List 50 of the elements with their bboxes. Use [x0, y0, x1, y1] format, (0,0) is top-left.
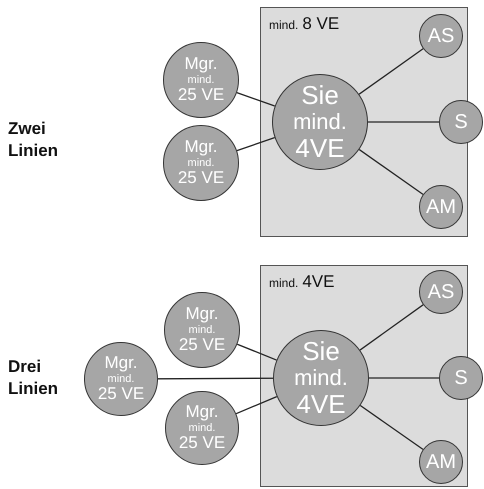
circle-text: 25 VE [178, 434, 226, 453]
circle-text: 25 VE [178, 86, 224, 105]
person-circle [419, 185, 463, 229]
connector-line [358, 48, 424, 95]
circle-text: Mgr. [104, 354, 138, 373]
requirement-text: mind. [269, 276, 298, 290]
requirement-text: 8 VE [302, 14, 340, 34]
connector-line [360, 405, 424, 450]
circle-text: S [454, 367, 468, 389]
person-circle [439, 100, 483, 144]
connector-line [368, 121, 439, 123]
circle-text: mind. [188, 156, 214, 170]
person-circle [419, 440, 463, 484]
connector-line [358, 149, 424, 195]
person-circle [419, 14, 463, 58]
row-label: Drei Linien [8, 356, 60, 400]
person-circle [439, 356, 483, 400]
circle-text: 25 VE [178, 169, 224, 188]
circle-text: mind. [188, 324, 216, 336]
person-circle [419, 270, 463, 314]
circle-text: mind. [188, 422, 216, 434]
circle-text: 4VE [296, 390, 346, 419]
connector-line [236, 92, 275, 107]
row-label: Zwei Linien [8, 118, 60, 162]
circle-text: S [454, 111, 468, 133]
connector-line [236, 137, 275, 152]
circle-text: mind. [188, 74, 214, 86]
circle-text: Mgr. [185, 305, 219, 324]
circle-text: AM [426, 196, 456, 218]
connector-line [158, 378, 273, 380]
circle-text: Sie [302, 337, 340, 366]
connector-line [369, 377, 439, 379]
circle-text: 4VE [295, 134, 345, 163]
connector-line [236, 396, 277, 414]
circle-text: 25 VE [178, 336, 226, 355]
requirement-text: 4VE [302, 272, 334, 292]
circle-text: mind. [108, 372, 134, 386]
circle-text: AS [428, 281, 454, 303]
circle-text: 25 VE [98, 385, 144, 404]
circle-text: mind. [293, 110, 347, 134]
circle-text: mind. [294, 366, 348, 390]
circle-text: Sie [301, 81, 339, 110]
connector-line [360, 304, 424, 351]
circle-text: Mgr. [184, 55, 218, 74]
circle-text: AM [426, 451, 456, 473]
circle-text: Mgr. [184, 138, 218, 157]
circle-text: AS [428, 25, 454, 47]
circle-text: Mgr. [185, 403, 219, 422]
requirement-text: mind. [269, 18, 298, 32]
connector-line [237, 344, 277, 361]
